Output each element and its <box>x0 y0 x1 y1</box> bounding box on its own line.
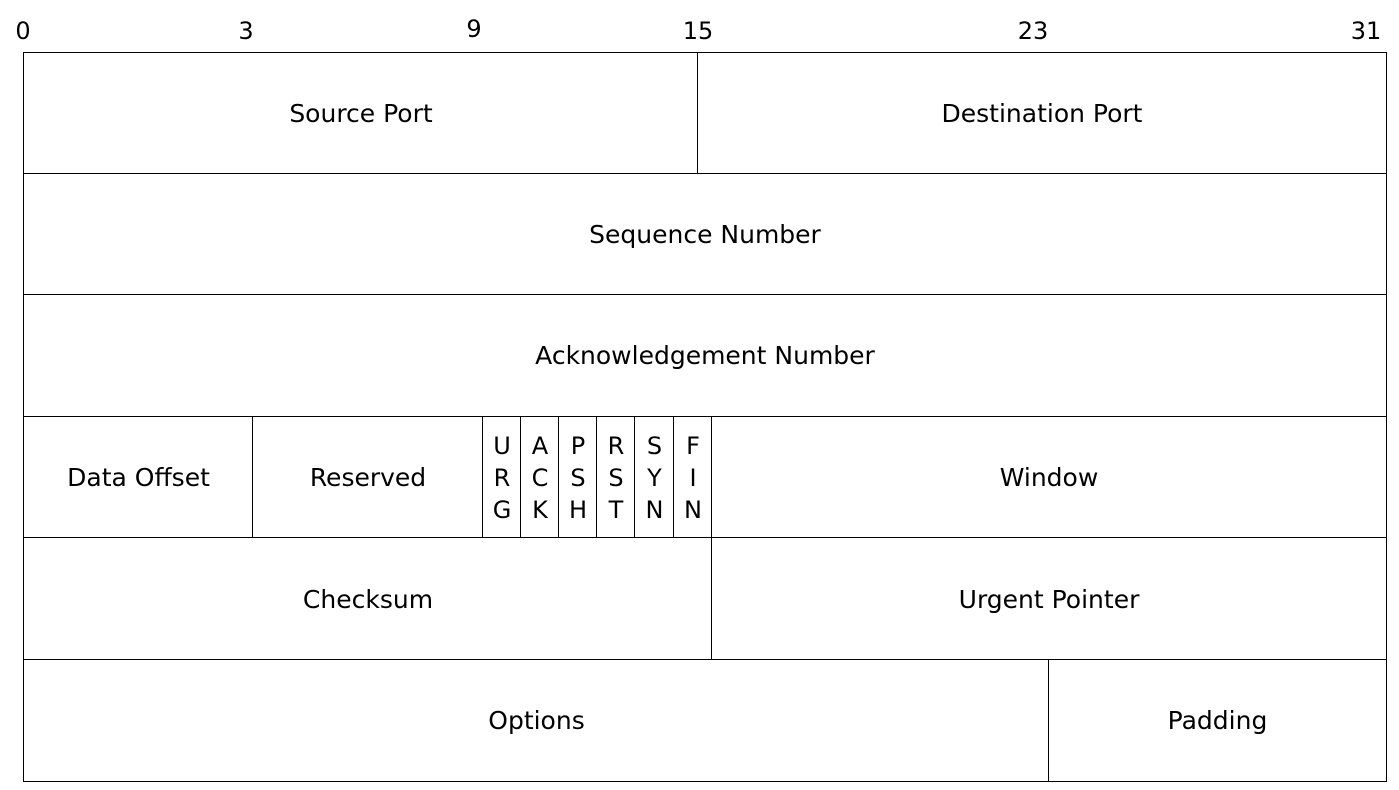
bit-label-9: 9 <box>466 15 482 43</box>
reserved-field: Reserved <box>252 416 484 539</box>
flag-letter: G <box>492 495 512 524</box>
window-label: Window <box>999 463 1099 492</box>
options-label: Options <box>488 706 585 735</box>
checksum-field: Checksum <box>23 537 713 661</box>
reserved-label: Reserved <box>309 463 427 492</box>
sequence-number-label: Sequence Number <box>589 220 821 249</box>
source-port-field: Source Port <box>23 52 699 175</box>
checksum-label: Checksum <box>302 584 434 614</box>
padding-label: Padding <box>1167 706 1268 735</box>
flag-letter: K <box>532 495 548 524</box>
flag-letter: C <box>531 463 549 492</box>
flag-psh: P S H <box>558 416 598 539</box>
flag-letter: A <box>531 431 549 460</box>
bit-label-0: 0 <box>15 17 31 45</box>
flag-syn: S Y N <box>634 416 675 539</box>
window-field: Window <box>711 416 1387 539</box>
destination-port-label: Destination Port <box>941 99 1143 128</box>
data-offset-label: Data Offset <box>67 463 210 492</box>
data-offset-field: Data Offset <box>23 416 254 539</box>
flag-fin: F I N <box>673 416 713 539</box>
urgent-pointer-field: Urgent Pointer <box>711 537 1387 661</box>
acknowledgement-number-field: Acknowledgement Number <box>23 294 1387 417</box>
flag-letter: S <box>570 463 586 492</box>
padding-field: Padding <box>1048 659 1387 782</box>
flag-letter: N <box>684 495 702 524</box>
flag-letter: H <box>568 495 588 524</box>
flag-letter: R <box>493 463 511 492</box>
bit-label-31: 31 <box>1350 17 1382 45</box>
flag-ack: A C K <box>520 416 560 539</box>
bit-label-3: 3 <box>238 17 254 45</box>
flag-letter: Y <box>647 463 662 492</box>
flag-letter: R <box>607 431 625 460</box>
flag-letter: P <box>570 431 586 460</box>
flag-letter: F <box>686 431 700 460</box>
flag-rst: R S T <box>596 416 636 539</box>
bit-label-23: 23 <box>1017 17 1049 45</box>
flag-letter: T <box>608 495 624 524</box>
flag-letter: S <box>646 431 663 460</box>
urgent-pointer-label: Urgent Pointer <box>958 584 1140 614</box>
flag-letter: N <box>645 495 664 524</box>
source-port-label: Source Port <box>289 99 433 128</box>
destination-port-field: Destination Port <box>697 52 1387 175</box>
flag-letter: S <box>608 463 624 492</box>
bit-label-15: 15 <box>682 17 714 45</box>
options-field: Options <box>23 659 1050 782</box>
acknowledgement-number-label: Acknowledgement Number <box>535 341 875 370</box>
flag-letter: I <box>689 463 697 492</box>
flag-letter: U <box>493 431 511 460</box>
sequence-number-field: Sequence Number <box>23 173 1387 296</box>
flag-urg: U R G <box>482 416 522 539</box>
